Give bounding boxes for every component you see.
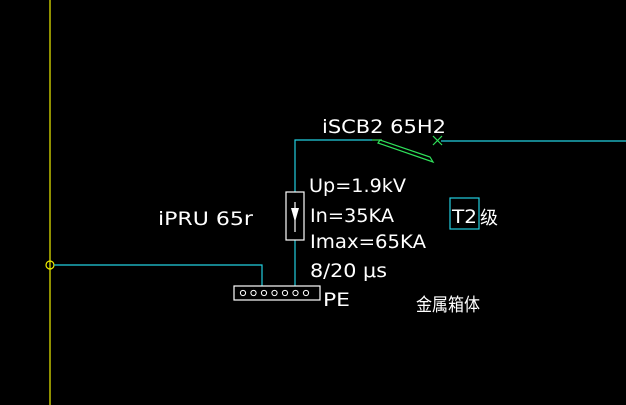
terminal-hole — [250, 289, 257, 297]
terminal-hole — [292, 289, 299, 297]
pe-label: PE — [323, 289, 350, 311]
terminal-hole — [260, 289, 268, 297]
bus-to-terminal-wire — [54, 264, 263, 286]
class-box-label: T2 — [451, 206, 477, 228]
spd-param-in: In=35KA — [310, 205, 394, 227]
terminal-hole — [302, 289, 310, 297]
terminal-hole — [239, 289, 247, 297]
terminal-body — [233, 285, 321, 301]
enclosure-label: 金属箱体 — [416, 295, 480, 316]
spd-arrow-icon — [291, 208, 299, 222]
spd-feeder-wire — [294, 139, 372, 192]
class-box-frame — [449, 197, 480, 230]
breaker-x-mark-b — [432, 135, 443, 146]
terminal-hole — [281, 289, 289, 297]
spd-param-waveform: 8/20 μs — [310, 260, 387, 282]
spd-symbol — [285, 191, 305, 241]
spd-body — [285, 191, 305, 241]
pe-terminal-block — [233, 285, 321, 301]
spd-model-label: iPRU 65r — [158, 208, 253, 230]
spd-param-up: Up=1.9kV — [309, 175, 406, 197]
terminal-hole — [271, 289, 278, 297]
breaker-contact-blade — [377, 139, 435, 164]
breaker-symbol — [372, 135, 443, 164]
spd-param-imax: Imax=65KA — [310, 231, 426, 253]
breaker-label: iSCB2 65H2 — [322, 116, 446, 138]
class-suffix-label: 级 — [480, 208, 498, 229]
terminal-holes — [239, 289, 310, 297]
